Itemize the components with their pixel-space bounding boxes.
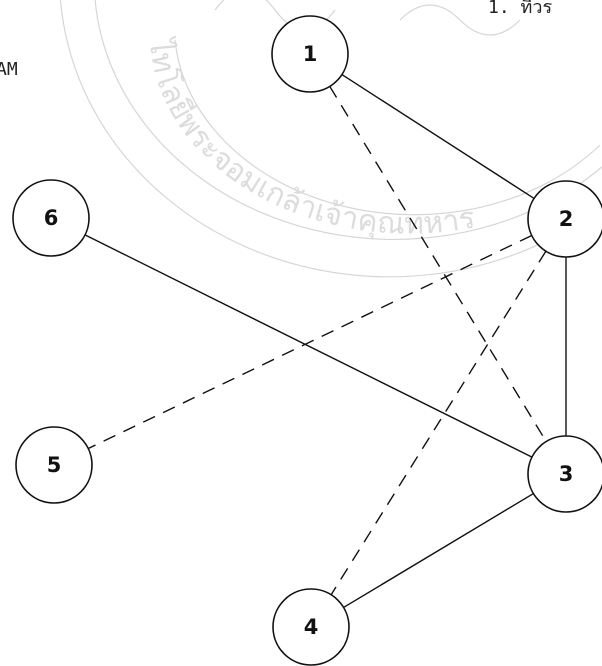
cropped-left-fragment: AM [0, 59, 18, 80]
node-5: 5 [15, 426, 93, 504]
node-circle [271, 15, 349, 93]
edges-layer [84, 73, 567, 609]
node-2: 2 [527, 180, 602, 258]
edge-2-5-dashed [87, 234, 533, 450]
node-circle [527, 435, 602, 513]
node-label: 2 [559, 207, 574, 231]
edge-3-4-solid [343, 492, 534, 609]
node-circle [527, 180, 602, 258]
node-6: 6 [12, 179, 90, 257]
node-circle [15, 426, 93, 504]
node-label: 3 [559, 462, 574, 486]
node-label: 1 [303, 42, 318, 66]
edge-1-3-dashed [329, 86, 547, 442]
node-circle [272, 588, 350, 666]
node-label: 5 [47, 453, 62, 477]
node-1: 1 [271, 15, 349, 93]
edge-1-2-solid [341, 73, 535, 200]
edge-6-3-solid [84, 234, 533, 458]
node-4: 4 [272, 588, 350, 666]
node-circle [12, 179, 90, 257]
node-label: 4 [304, 615, 319, 639]
nodes-layer: 1 2 3 4 5 6 [12, 15, 602, 666]
cropped-heading-fragment: 1. ที่วร [488, 0, 552, 18]
node-label: 6 [44, 206, 59, 230]
node-3: 3 [527, 435, 602, 513]
edge-2-4-dashed [330, 250, 547, 596]
